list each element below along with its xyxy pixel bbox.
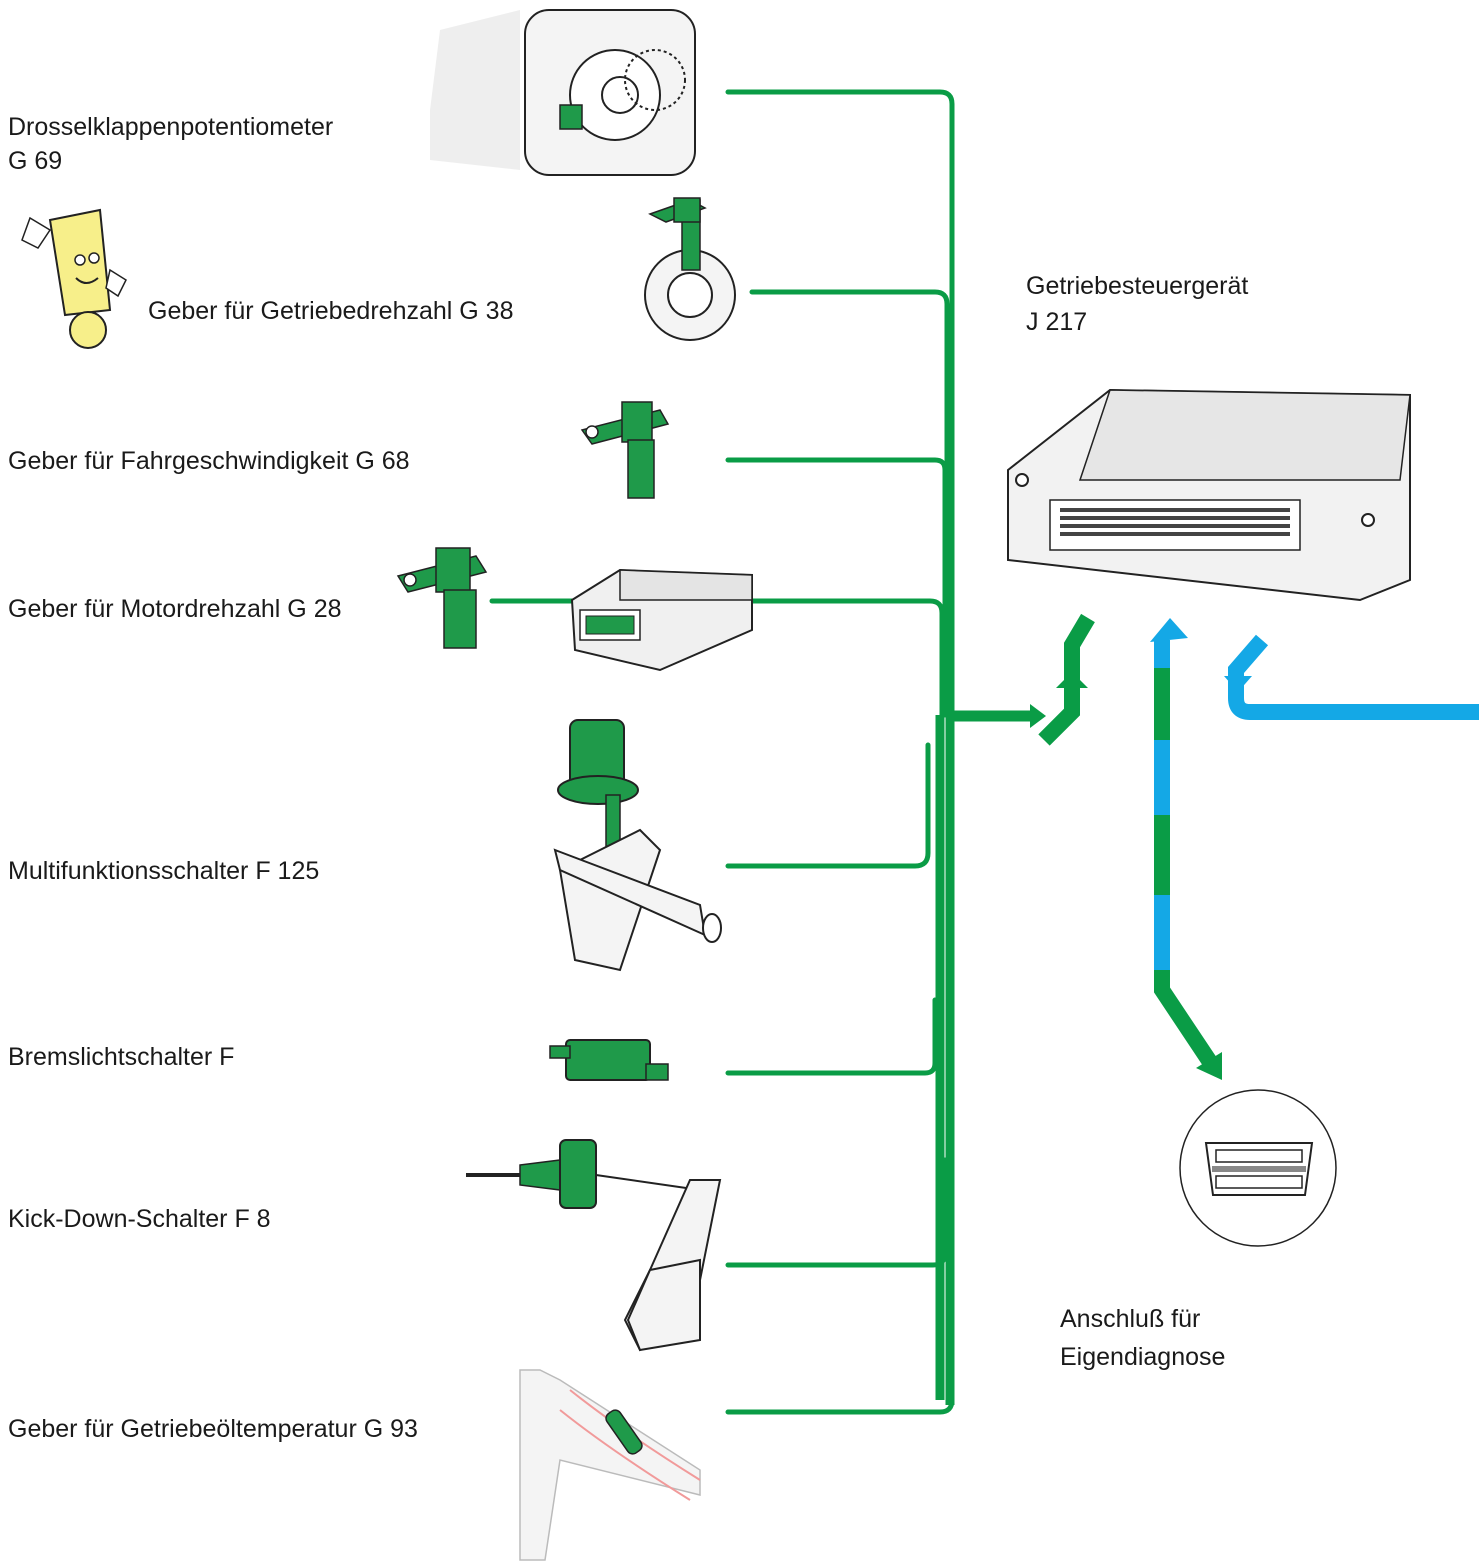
engine-ecu-icon [572, 570, 752, 670]
gear-sensor-icon [645, 198, 735, 340]
speed-sensor-icon [582, 402, 668, 498]
engine-speed-sensor-icon [398, 548, 486, 648]
multifunction-switch-icon [555, 720, 721, 970]
line-g38 [752, 292, 947, 715]
diagnosis-line [1150, 618, 1222, 1080]
line-f8 [728, 1160, 945, 1265]
bus-trunk [940, 715, 950, 1405]
oil-temp-sensor-icon [520, 1370, 700, 1560]
line-f125 [728, 745, 928, 866]
diagnosis-connector-icon [1180, 1090, 1336, 1246]
throttle-body-icon [430, 10, 695, 175]
line-g68 [728, 460, 945, 715]
bus-arrow-right [1030, 704, 1046, 728]
line-g69 [728, 92, 952, 715]
control-unit-icon [1008, 390, 1410, 600]
blue-bus-line [1224, 640, 1479, 712]
brake-switch-icon [550, 1040, 668, 1080]
line-g28-ecu [752, 601, 942, 715]
kickdown-switch-icon [466, 1140, 720, 1350]
line-f [728, 1000, 935, 1073]
hint-mascot-icon [22, 210, 126, 348]
